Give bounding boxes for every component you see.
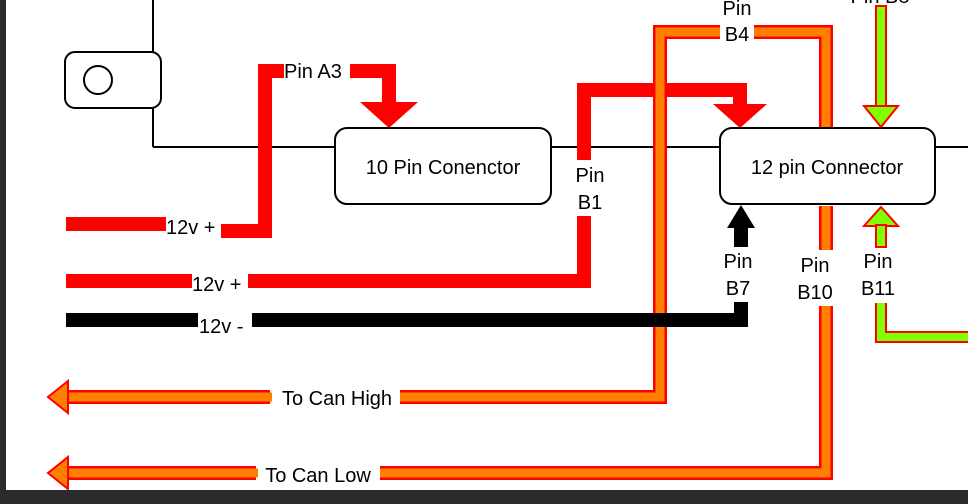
pin-b11-label-line1: Pin xyxy=(864,251,893,273)
wire-segment xyxy=(248,216,591,288)
diagram-canvas: 10 Pin Conenctor 12 pin Connector 12v + … xyxy=(6,0,968,490)
source-label-12v-minus: 12v - xyxy=(199,316,243,338)
wire-labels: 12v + Pin A3 12v + Pin B1 12v - Pin B7 P… xyxy=(166,0,909,487)
wire-segment xyxy=(380,306,831,478)
wire-segment xyxy=(66,274,192,288)
arrow-down-icon xyxy=(360,102,418,128)
wire-segment xyxy=(875,5,887,109)
arrow-up-icon xyxy=(861,205,901,227)
source-label-12v-plus: 12v + xyxy=(166,217,215,239)
wire-pin-b10[interactable] xyxy=(46,206,833,490)
wire-segment xyxy=(400,27,720,402)
connector-label: 12 pin Connector xyxy=(751,157,904,179)
arrow-left-icon xyxy=(46,454,69,490)
wire-pin-b1[interactable] xyxy=(66,83,767,288)
wire-segment xyxy=(221,64,284,238)
wire-pin-a3[interactable] xyxy=(66,64,418,238)
source-label-12v-plus: 12v + xyxy=(192,274,241,296)
wire-pin-b7[interactable] xyxy=(66,205,755,327)
wire-segment xyxy=(66,313,198,327)
connector-box[interactable] xyxy=(719,127,936,205)
pin-b4-label-line2: B4 xyxy=(725,24,749,46)
pin-b1-label-line1: Pin xyxy=(576,165,605,187)
wire-segment xyxy=(877,303,968,341)
wire-pin-b11[interactable] xyxy=(861,205,968,343)
pin-b7-label-line1: Pin xyxy=(724,251,753,273)
wire-segment xyxy=(252,302,748,327)
pin-b1-label-line2: B1 xyxy=(578,192,602,214)
wire-pin-b4[interactable] xyxy=(46,25,833,416)
pin-b10-label-line1: Pin xyxy=(801,255,830,277)
wire-segment xyxy=(350,64,396,104)
wire-segment xyxy=(734,225,748,247)
arrow-down-icon xyxy=(713,104,767,128)
wire-outline xyxy=(875,303,968,343)
switch-node[interactable] xyxy=(64,51,162,109)
connector-10-pin[interactable]: 10 Pin Conenctor xyxy=(334,127,552,205)
wiring-diagram: 10 Pin Conenctor 12 pin Connector 12v + … xyxy=(46,0,968,490)
pin-b4-label-line1: Pin xyxy=(723,0,752,20)
wire-segment xyxy=(754,27,831,128)
pin-a3-label: Pin A3 xyxy=(284,61,342,83)
connector-label: 10 Pin Conenctor xyxy=(366,157,521,179)
arrow-down-icon xyxy=(861,105,901,129)
connector-12-pin[interactable]: 12 pin Connector xyxy=(719,127,936,205)
switch-knob-icon xyxy=(83,65,113,95)
pin-b11-label-line2: B11 xyxy=(861,278,895,300)
pin-b-top-label: Pin B8 xyxy=(851,0,910,8)
arrow-up-icon xyxy=(727,205,755,228)
wire-outline xyxy=(754,25,833,128)
can-low-label: To Can Low xyxy=(265,465,371,487)
pin-b7-label-line2: B7 xyxy=(726,278,750,300)
can-high-label: To Can High xyxy=(282,388,392,410)
pin-b10-label-line2: B10 xyxy=(797,282,833,304)
wire-segment xyxy=(66,217,166,231)
arrow-left-icon xyxy=(46,378,69,416)
wire-outline xyxy=(380,306,833,480)
wire-pin-b-top[interactable] xyxy=(861,5,901,129)
connector-box[interactable] xyxy=(334,127,552,205)
label-background xyxy=(198,313,252,337)
wire-segment xyxy=(875,224,887,248)
